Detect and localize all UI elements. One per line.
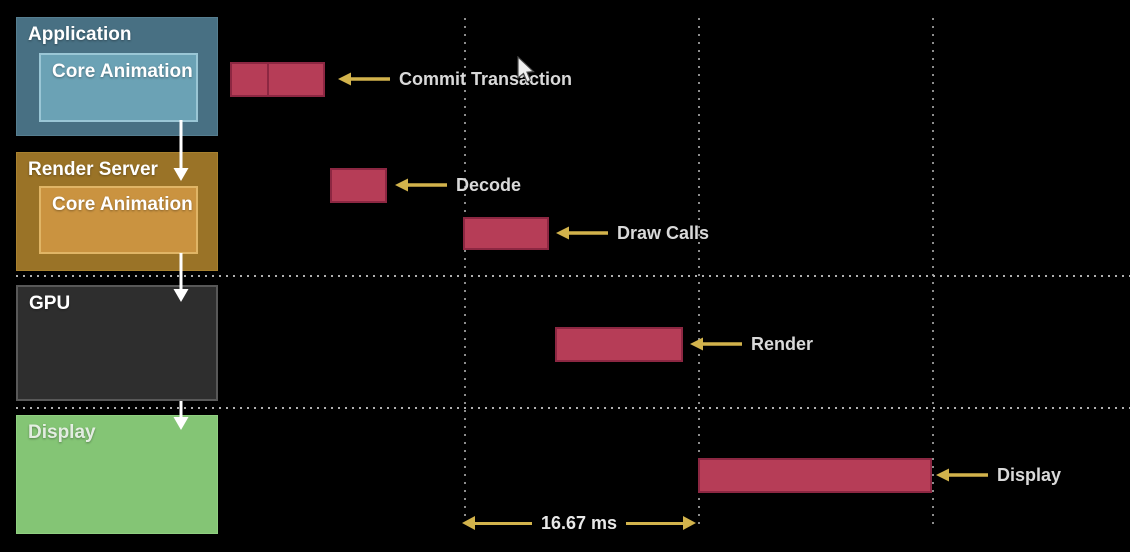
commit-transaction-bar-split: [267, 64, 269, 95]
display-box: Display: [16, 415, 218, 534]
draw-calls-label: Draw Calls: [617, 222, 710, 243]
commit-transaction-label: Commit Transaction: [399, 68, 573, 89]
measure-left-arrowhead-icon: [462, 516, 475, 530]
decode-bar: [330, 168, 387, 203]
commit-transaction-bar: [230, 62, 325, 97]
application-label: Application: [28, 24, 132, 45]
frame-boundary-line-3: [932, 18, 934, 530]
gpu-label: GPU: [29, 293, 71, 314]
application-box: Application Core Animation: [16, 17, 218, 136]
display-annotation-label: Display: [997, 464, 1062, 485]
left-arrow-icon: [395, 178, 447, 192]
frame-boundary-line-1: [464, 18, 466, 530]
render-server-core-animation-label: Core Animation: [52, 194, 193, 215]
render-label: Render: [751, 333, 814, 354]
commit-transaction-annotation: Commit Transaction: [338, 68, 572, 90]
measure-line: [475, 521, 532, 525]
left-arrow-icon: [690, 337, 742, 351]
frame-boundary-line-2: [698, 18, 700, 530]
gpu-box: GPU: [16, 285, 218, 401]
application-core-animation-label: Core Animation: [52, 61, 193, 82]
frame-duration-measure: 16.67 ms: [462, 513, 696, 533]
render-annotation: Render: [690, 333, 813, 355]
draw-calls-annotation: Draw Calls: [556, 222, 709, 244]
decode-annotation: Decode: [395, 174, 521, 196]
left-arrow-icon: [338, 72, 390, 86]
draw-calls-bar: [463, 217, 549, 250]
render-server-box: Render Server Core Animation: [16, 152, 218, 271]
row-divider-line-1: [16, 275, 1130, 277]
application-core-animation-box: Core Animation: [39, 53, 198, 122]
display-label: Display: [28, 422, 96, 443]
display-bar: [698, 458, 932, 493]
mouse-cursor-icon: [517, 56, 535, 83]
left-arrow-icon: [936, 468, 988, 482]
render-server-label: Render Server: [28, 159, 158, 180]
row-divider-line-2: [16, 407, 1130, 409]
render-bar: [555, 327, 683, 362]
left-arrow-icon: [556, 226, 608, 240]
render-server-core-animation-box: Core Animation: [39, 186, 198, 254]
measure-line: [626, 521, 683, 525]
display-annotation: Display: [936, 464, 1061, 486]
measure-right-arrowhead-icon: [683, 516, 696, 530]
decode-label: Decode: [456, 174, 522, 195]
frame-duration-label: 16.67 ms: [540, 512, 618, 533]
